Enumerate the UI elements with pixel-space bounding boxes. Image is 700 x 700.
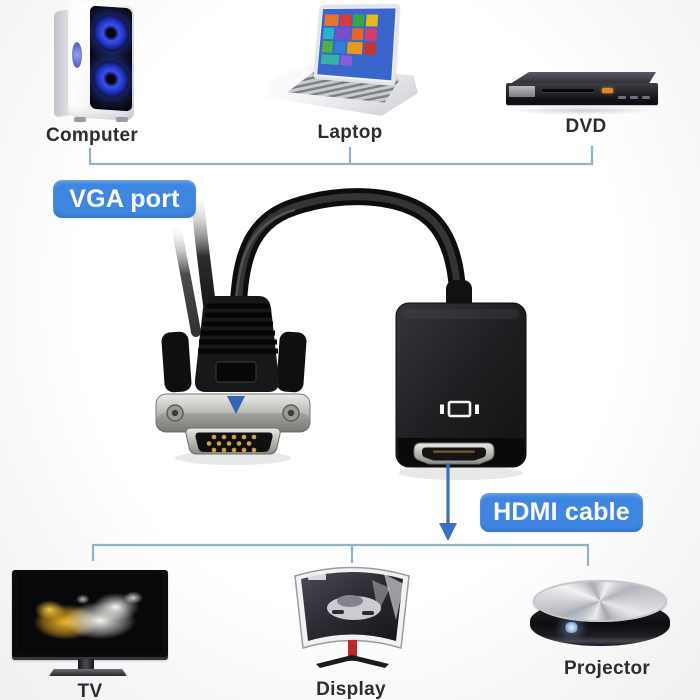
laptop-screen (313, 4, 400, 87)
tv-label: TV (77, 681, 103, 700)
race-car-wheel (332, 610, 344, 614)
vga-thumbscrew-left (161, 331, 192, 393)
display-illustration (288, 560, 416, 675)
vga-arrow (227, 165, 245, 414)
vga-screw (282, 404, 300, 422)
dvd-shadow (508, 106, 656, 115)
vga-port-tag: VGA port (53, 180, 196, 218)
hdmi-cable-tag-text: HDMI cable (493, 498, 630, 526)
computer-label: Computer (45, 125, 139, 146)
vga-boot (194, 296, 280, 392)
computer-foot (116, 117, 128, 122)
race-car-cabin (337, 595, 363, 607)
dvd-disc-tray (542, 89, 594, 92)
hdmi-adapter-body (395, 280, 527, 468)
connector-lines-top (88, 146, 594, 166)
hdmi-arrow (439, 463, 457, 541)
laptop-illustration (266, 4, 418, 118)
game-logo (308, 574, 326, 580)
computer-power-light (72, 41, 82, 69)
vga-boot-recess (215, 361, 257, 383)
vga-screw (166, 404, 184, 422)
vga-dsub (185, 427, 281, 455)
race-car-wheel (362, 611, 374, 615)
computer-illustration (54, 0, 140, 124)
monitor-stand-legs (316, 655, 389, 668)
computer-window (90, 5, 132, 112)
dvd-player-illustration (506, 72, 658, 122)
dvd-front-face (506, 83, 658, 105)
display-label: Display (316, 679, 386, 700)
adapter-bottom-band (397, 438, 525, 466)
dvd-display-led (602, 88, 613, 93)
monitor-icon (440, 400, 479, 418)
laptop-tiles-screen (317, 8, 396, 81)
hdmi-shadow (399, 466, 523, 480)
vga-shadow (175, 451, 291, 465)
adapter-cable (229, 188, 467, 321)
monitor-stand-neck (348, 640, 357, 661)
computer-foot (74, 117, 86, 122)
dvd-silver-panel (509, 86, 535, 97)
vga-thumbscrew-right (276, 331, 307, 393)
dvd-button (630, 96, 638, 99)
vga-pins (206, 434, 257, 453)
vga-port-tag-text: VGA port (69, 184, 180, 213)
projector-label: Projector (563, 658, 651, 679)
computer-fan-icon (93, 13, 129, 53)
hdmi-cable-tag: HDMI cable (480, 493, 643, 532)
laptop-label: Laptop (317, 122, 383, 143)
vga-connector (155, 296, 311, 455)
hdmi-port (413, 442, 495, 465)
projector-illustration (530, 580, 670, 650)
computer-fan-icon (93, 59, 129, 99)
screen-light-streak (384, 574, 404, 620)
tv-screen (18, 575, 162, 651)
dvd-button (642, 96, 650, 99)
tv-stand-neck (78, 659, 94, 671)
dvd-top-face (510, 72, 656, 84)
projector-lens-glow (564, 622, 579, 633)
projector-top-plate (533, 580, 667, 622)
tv-frame (12, 570, 168, 660)
dvd-label: DVD (565, 116, 607, 137)
tv-illustration (12, 570, 168, 678)
curved-monitor-graphic (294, 566, 410, 668)
dvd-button (618, 96, 626, 99)
vga-metal-flange (155, 393, 311, 433)
vga-boot-ridges (198, 303, 278, 354)
tv-stand-base (49, 669, 127, 676)
cable-boot (446, 280, 472, 312)
